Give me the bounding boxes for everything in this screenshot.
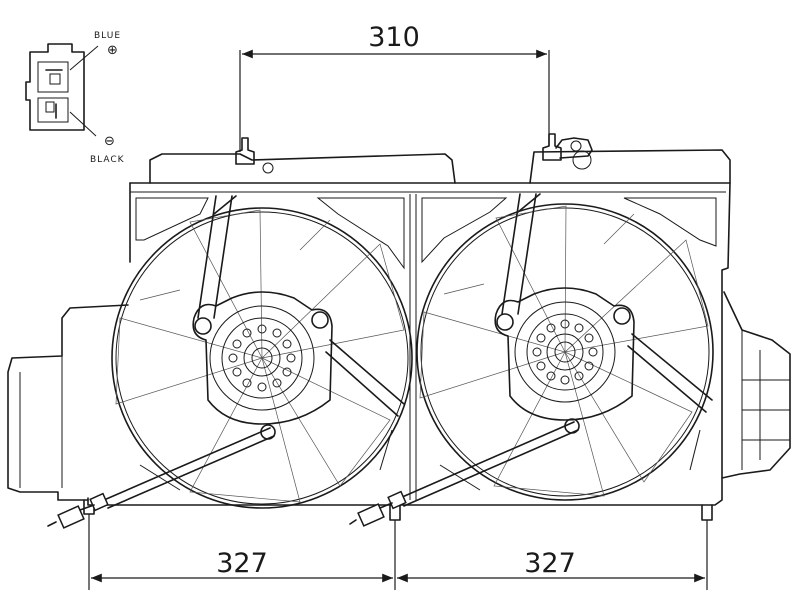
connector-plug xyxy=(25,43,99,137)
negative-wire-label: BLACK xyxy=(90,155,125,165)
fan-shroud xyxy=(7,149,791,506)
positive-terminal-icon: ⊕ xyxy=(107,43,118,58)
dimension-top-value: 310 xyxy=(368,22,420,53)
dimension-right-value: 327 xyxy=(524,548,576,579)
negative-terminal-icon: ⊖ xyxy=(104,134,115,149)
right-harness xyxy=(349,421,579,527)
right-fan xyxy=(416,193,714,501)
connector-labels: BLUE ⊕ ⊖ BLACK xyxy=(90,31,125,165)
left-harness xyxy=(47,427,275,529)
dimension-bottom-right: 327 xyxy=(397,520,708,590)
dimension-left-value: 327 xyxy=(216,548,268,579)
dimension-bottom-left: 327 xyxy=(88,514,396,590)
positive-wire-label: BLUE xyxy=(94,31,121,41)
left-fan xyxy=(111,195,413,509)
dimension-top: 310 xyxy=(239,22,550,152)
